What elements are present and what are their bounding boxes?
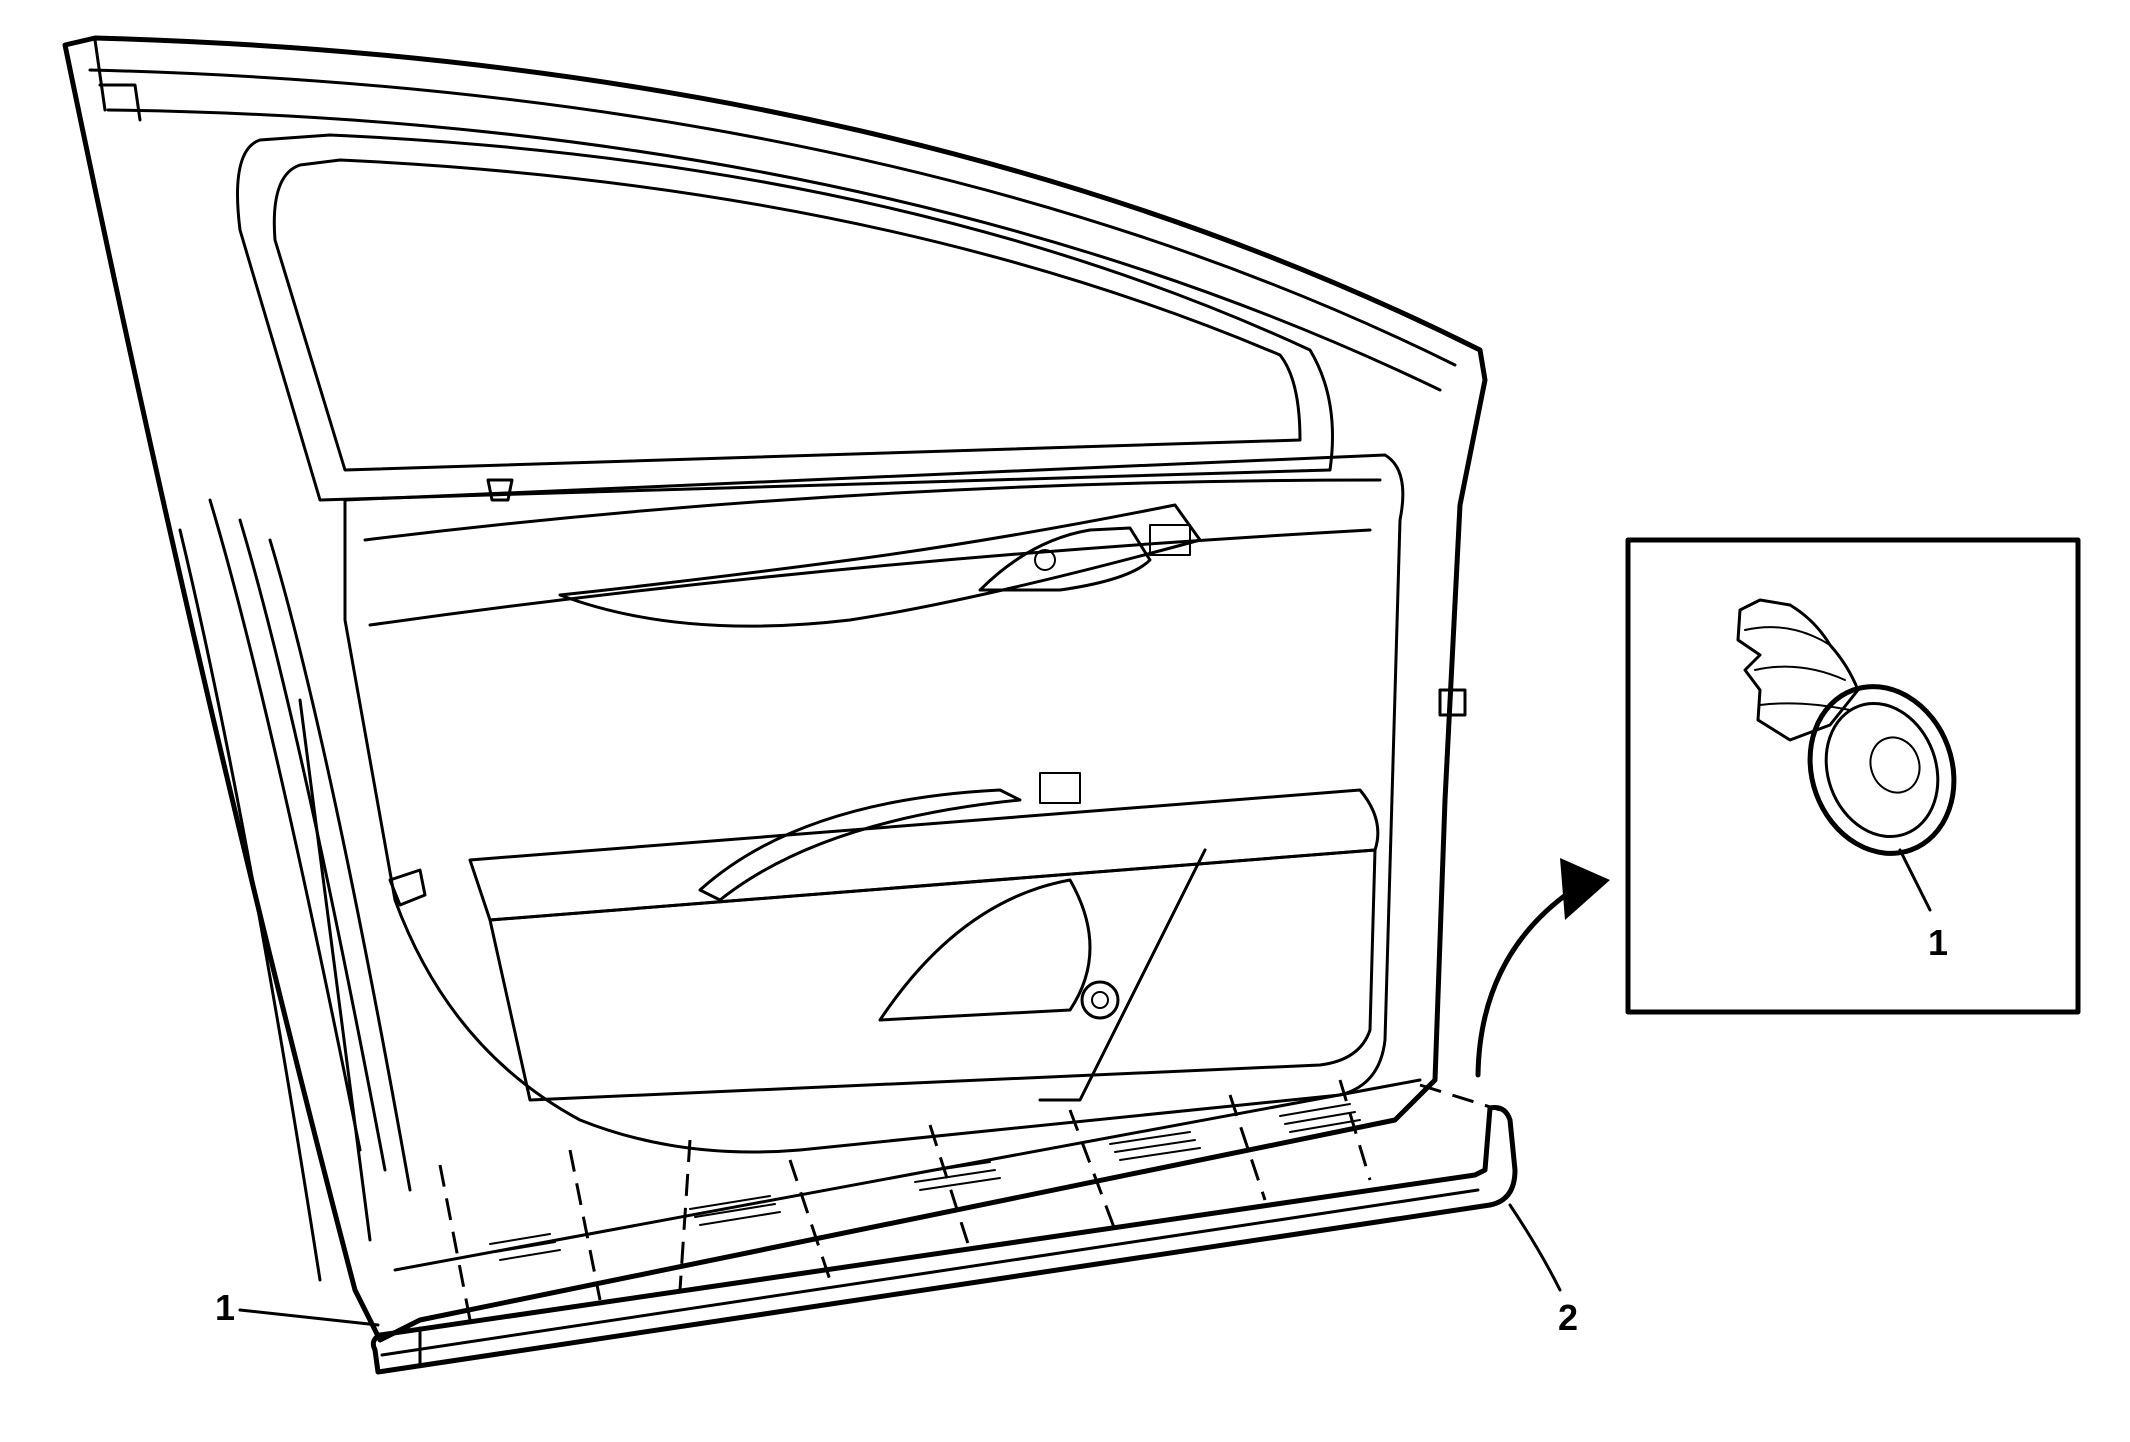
hinge-pillar (178, 498, 412, 1282)
detail-box (1625, 537, 2081, 1015)
leader-2 (1508, 1203, 1562, 1292)
sill-plate (370, 1105, 1518, 1375)
window-opening (236, 133, 1334, 502)
detail-callout-1: 1 (1928, 922, 1948, 963)
push-pin-retainer (1736, 598, 1957, 856)
leader-1 (238, 1308, 380, 1327)
callout-1: 1 (215, 1287, 235, 1328)
detail-arrow (1475, 858, 1610, 1078)
callout-2: 2 (1558, 1297, 1578, 1338)
detail-leader-1 (1898, 848, 1932, 912)
door-frame (62, 35, 1488, 1343)
arrow-head (1560, 858, 1610, 920)
sill-floor (393, 1078, 1501, 1321)
door-trim-panel (343, 453, 1467, 1154)
